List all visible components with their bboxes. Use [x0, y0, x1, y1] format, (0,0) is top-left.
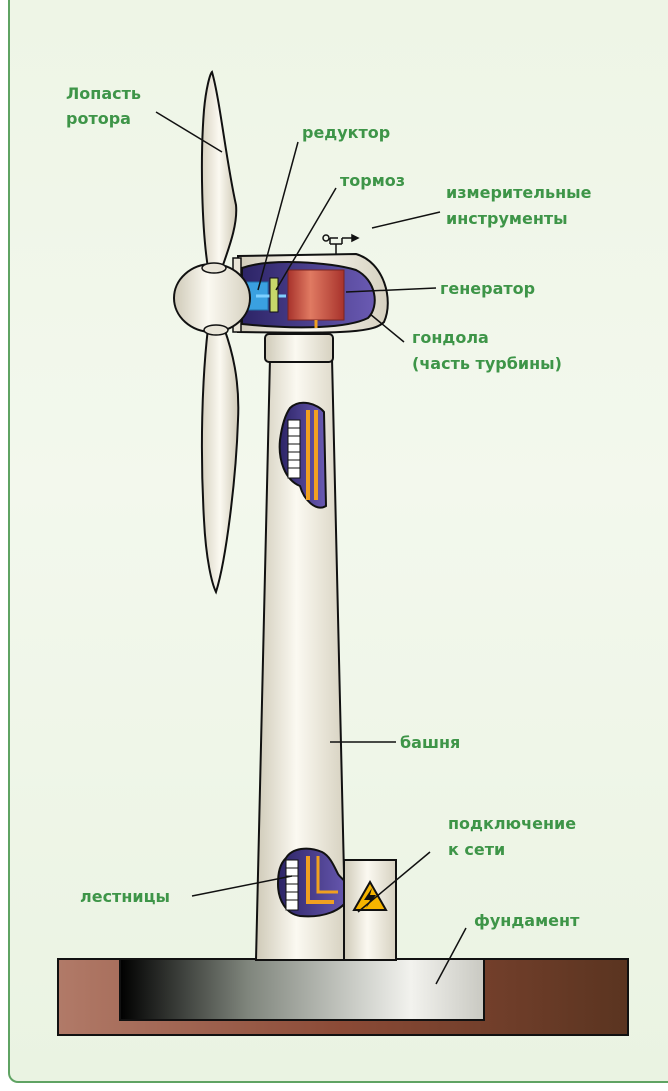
label-gearbox: редуктор [302, 123, 390, 142]
label-instruments-line2: инструменты [446, 209, 568, 228]
nacelle [233, 254, 388, 333]
label-generator: генератор [440, 279, 535, 298]
label-nacelle-line1: гондола [412, 328, 489, 347]
label-instruments-line1: измерительные [446, 183, 592, 202]
grid-connection-box [344, 860, 396, 960]
label-tower: башня [400, 733, 460, 752]
label-brake: тормоз [340, 171, 405, 190]
label-grid-connection-line2: к сети [448, 840, 505, 859]
foundation [58, 959, 628, 1035]
wind-vane-icon [323, 235, 358, 254]
label-grid-connection-line1: подключение [448, 814, 576, 833]
label-nacelle-line2: (часть турбины) [412, 354, 562, 373]
label-rotor-blade-line2: ротора [66, 109, 131, 128]
label-ladders: лестницы [80, 887, 170, 906]
label-foundation: фундамент [474, 911, 580, 930]
label-rotor-blade-line1: Лопасть [66, 84, 141, 103]
